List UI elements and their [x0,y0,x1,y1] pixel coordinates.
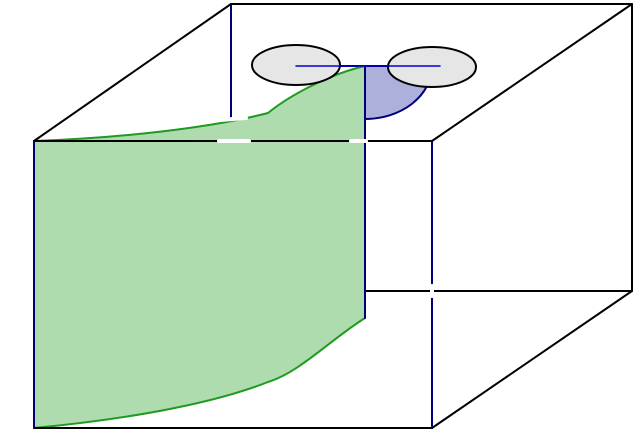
left-disk [251,44,341,86]
right-disk [387,46,477,88]
cube-edge-bottom-right [431,290,633,429]
cube-edge-top-right [431,3,633,142]
curved-sheet [33,65,366,429]
cube-edge-top-left [33,3,232,142]
crossing-gap-2 [218,116,248,122]
